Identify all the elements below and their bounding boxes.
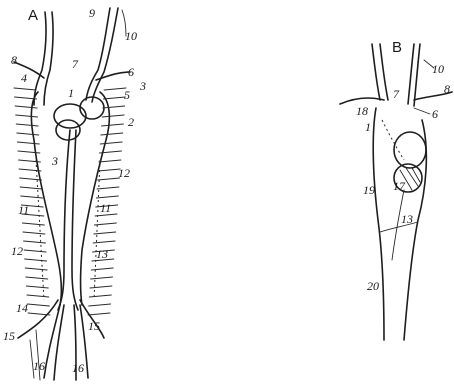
tail-left-16b <box>54 305 64 380</box>
segment-line-left <box>17 133 39 135</box>
label-a-6: 6 <box>128 65 134 79</box>
segment-line-right <box>89 295 111 297</box>
segment-line-right <box>97 187 119 189</box>
central-vessel-right <box>72 130 78 310</box>
label-a-3-top: 3 <box>139 79 146 93</box>
segment-line-right <box>96 196 118 198</box>
segment-line-left <box>23 232 45 234</box>
segment-line-right <box>104 88 126 90</box>
segment-line-left <box>22 223 44 225</box>
segment-line-left <box>21 196 43 198</box>
segment-line-left <box>25 259 47 261</box>
b-vessel-right <box>408 44 414 104</box>
label-a-14: 14 <box>16 301 28 315</box>
segment-line-right <box>91 268 113 270</box>
segment-line-right <box>91 277 113 279</box>
segment-line-left <box>20 187 42 189</box>
branch-8 <box>14 62 44 78</box>
label-a-12-lower: 12 <box>11 244 23 258</box>
segment-line-left <box>25 268 47 270</box>
segment-line-left <box>27 295 49 297</box>
label-a-12-upper: 12 <box>118 166 130 180</box>
label-a-1: 1 <box>68 86 74 100</box>
segment-line-left <box>16 124 38 126</box>
segment-line-left <box>16 115 38 117</box>
label-b-17: 17 <box>393 179 406 193</box>
label-b-13: 13 <box>401 212 413 226</box>
segment-line-left <box>26 277 48 279</box>
b-vessel-left <box>372 44 380 100</box>
label-a-11-left: 11 <box>18 203 29 217</box>
segment-line-right <box>99 160 121 162</box>
segment-line-right <box>103 106 125 108</box>
segment-line-left <box>24 250 46 252</box>
label-a-11-right: 11 <box>100 201 111 215</box>
segment-line-left <box>17 142 39 144</box>
segment-line-right <box>102 115 124 117</box>
segment-line-right <box>101 124 123 126</box>
label-a-2: 2 <box>128 115 134 129</box>
label-a-15-right: 15 <box>88 319 100 333</box>
label-a-10: 10 <box>125 29 137 43</box>
panel-b-title: B <box>392 39 402 56</box>
label-a-7: 7 <box>72 57 79 71</box>
label-a-9: 9 <box>89 6 95 20</box>
label-a-8: 8 <box>11 53 17 67</box>
label-b-6: 6 <box>432 107 438 121</box>
segment-line-left <box>15 106 37 108</box>
segment-line-left <box>26 286 48 288</box>
body-outline-right <box>81 92 110 305</box>
segment-line-left <box>14 88 36 90</box>
segment-line-right <box>89 304 111 306</box>
b-body-right <box>404 120 426 340</box>
segment-line-left <box>15 97 37 99</box>
label-a-16-right: 16 <box>72 361 84 375</box>
segment-line-right <box>90 286 112 288</box>
panel-a-title: A <box>28 7 38 24</box>
b-heart-upper <box>394 132 426 168</box>
label-a-16-left: 16 <box>33 359 45 373</box>
label-b-18: 18 <box>356 104 368 118</box>
label-b-20: 20 <box>367 279 379 293</box>
label-a-13: 13 <box>96 247 108 261</box>
b-body-left <box>373 108 384 340</box>
label-a-5: 5 <box>124 88 130 102</box>
label-b-10: 10 <box>432 62 444 76</box>
b-dotted-line <box>382 120 404 160</box>
label-b-19: 19 <box>363 183 375 197</box>
branch-6 <box>96 72 130 80</box>
label-a-15-left: 15 <box>3 329 15 343</box>
b-vessel-right-inner <box>414 44 420 106</box>
segment-line-right <box>101 133 123 135</box>
segment-line-left <box>18 151 40 153</box>
label-b-7: 7 <box>393 87 400 101</box>
central-vessel-left <box>58 130 70 310</box>
segment-line-right <box>94 232 116 234</box>
label-b-1: 1 <box>365 120 371 134</box>
segment-line-right <box>100 142 122 144</box>
segment-line-left <box>24 241 46 243</box>
label-b-8: 8 <box>444 82 450 96</box>
segment-line-right <box>88 313 110 315</box>
vessel-right-inner <box>92 8 118 102</box>
label-a-4: 4 <box>21 71 27 85</box>
label-a-3-body: 3 <box>51 154 58 168</box>
b-vessel-left-inner <box>380 44 388 100</box>
segment-line-left <box>27 304 49 306</box>
segment-line-right <box>103 97 125 99</box>
segment-line-right <box>98 178 120 180</box>
segment-line-right <box>98 169 120 171</box>
segment-line-right <box>94 223 116 225</box>
segment-line-left <box>20 178 42 180</box>
b-branch-6 <box>414 108 430 114</box>
